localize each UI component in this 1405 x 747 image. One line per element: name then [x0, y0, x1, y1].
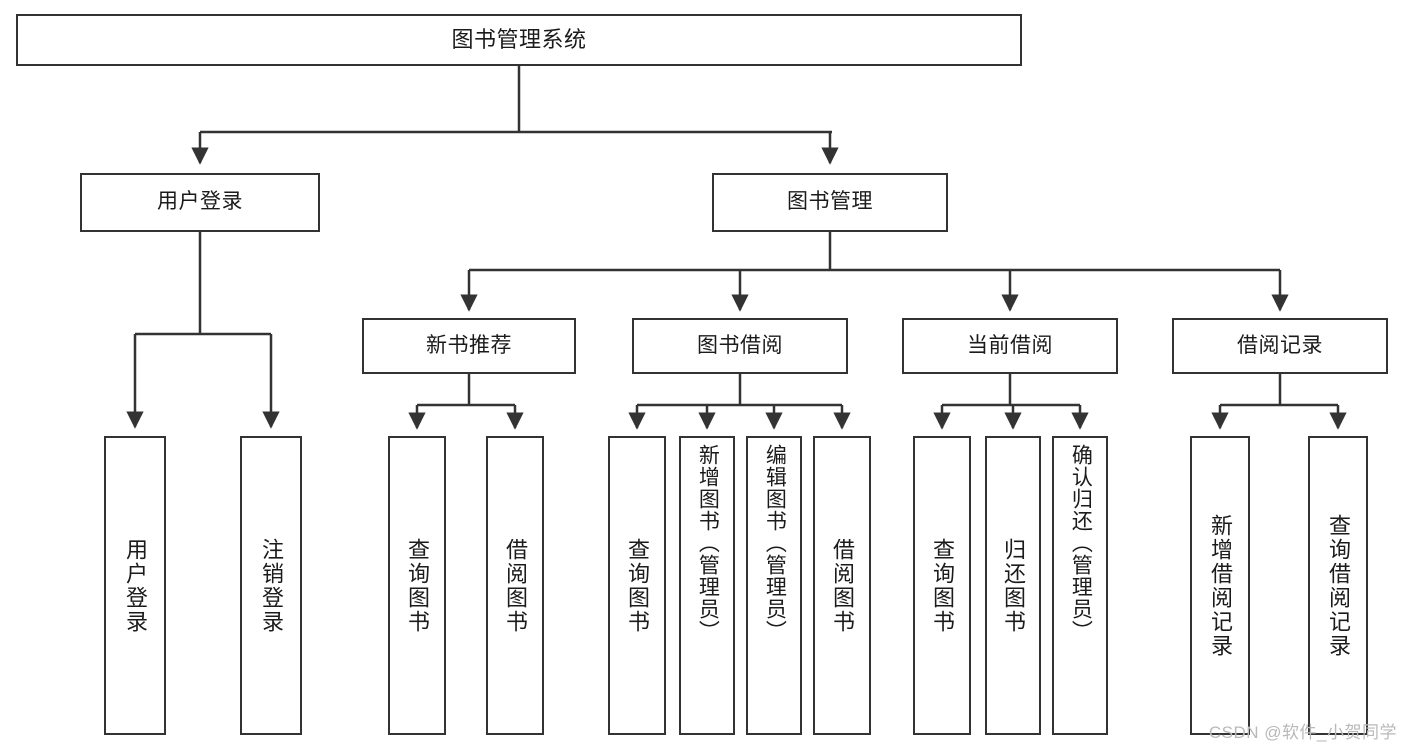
node-book-manage-label: 图书管理: [787, 190, 873, 214]
node-borrow-record[interactable]: 借阅记录: [1172, 318, 1388, 374]
node-leaf-query-book-2[interactable]: 查询图书: [608, 436, 666, 735]
node-book-borrow-label: 图书借阅: [697, 333, 783, 357]
node-leaf-query-book-2-label: 查询图书: [624, 537, 650, 634]
node-user-login[interactable]: 用户登录: [80, 173, 320, 232]
node-leaf-query-borrow-record[interactable]: 查询借阅记录: [1308, 436, 1368, 735]
node-leaf-query-book-1-label: 查询图书: [404, 537, 430, 634]
node-leaf-edit-book-admin-label: 编辑图书（管理员）: [763, 444, 787, 642]
node-book-borrow[interactable]: 图书借阅: [632, 318, 848, 374]
node-leaf-query-book-3[interactable]: 查询图书: [913, 436, 971, 735]
node-book-manage[interactable]: 图书管理: [712, 173, 948, 232]
node-borrow-record-label: 借阅记录: [1237, 333, 1323, 357]
node-leaf-user-login[interactable]: 用户登录: [104, 436, 166, 735]
node-leaf-borrow-book-1-label: 借阅图书: [502, 537, 528, 634]
node-leaf-logout-login-label: 注销登录: [258, 537, 284, 634]
node-root-label: 图书管理系统: [451, 27, 587, 53]
node-leaf-user-login-label: 用户登录: [122, 537, 148, 634]
node-leaf-add-book-admin[interactable]: 新增图书（管理员）: [679, 436, 735, 735]
node-current-borrow[interactable]: 当前借阅: [902, 318, 1118, 374]
node-leaf-borrow-book-1[interactable]: 借阅图书: [486, 436, 544, 735]
node-leaf-return-book[interactable]: 归还图书: [985, 436, 1041, 735]
node-leaf-edit-book-admin[interactable]: 编辑图书（管理员）: [746, 436, 802, 735]
node-leaf-confirm-return-admin-label: 确认归还（管理员）: [1069, 444, 1093, 642]
node-root[interactable]: 图书管理系统: [16, 14, 1022, 66]
node-user-login-label: 用户登录: [157, 190, 243, 214]
node-leaf-logout-login[interactable]: 注销登录: [240, 436, 302, 735]
node-leaf-confirm-return-admin[interactable]: 确认归还（管理员）: [1052, 436, 1108, 735]
node-leaf-query-book-1[interactable]: 查询图书: [388, 436, 446, 735]
node-leaf-borrow-book-2[interactable]: 借阅图书: [813, 436, 871, 735]
watermark: CSDN @软件_小贺同学: [1208, 723, 1397, 742]
node-leaf-return-book-label: 归还图书: [1000, 537, 1026, 634]
node-leaf-borrow-book-2-label: 借阅图书: [829, 537, 855, 634]
node-new-book-recommend-label: 新书推荐: [426, 333, 512, 357]
node-leaf-add-borrow-record-label: 新增借阅记录: [1207, 513, 1233, 658]
node-leaf-query-book-3-label: 查询图书: [929, 537, 955, 634]
node-leaf-add-book-admin-label: 新增图书（管理员）: [696, 444, 720, 642]
node-leaf-query-borrow-record-label: 查询借阅记录: [1325, 513, 1351, 658]
node-current-borrow-label: 当前借阅: [967, 333, 1053, 357]
node-leaf-add-borrow-record[interactable]: 新增借阅记录: [1190, 436, 1250, 735]
node-new-book-recommend[interactable]: 新书推荐: [362, 318, 576, 374]
